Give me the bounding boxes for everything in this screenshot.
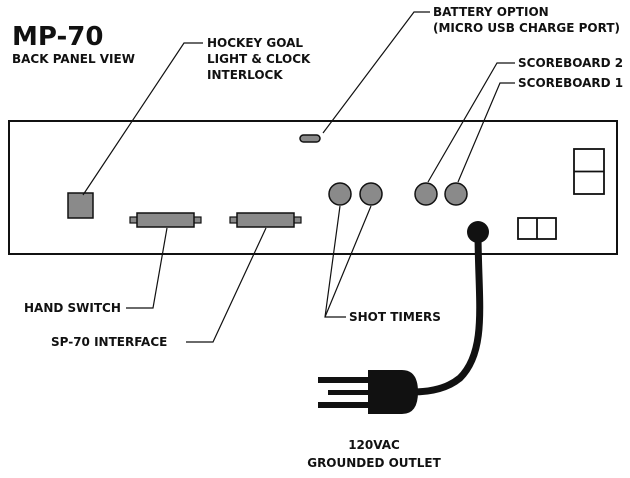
label-hand-switch: HAND SWITCH (24, 301, 121, 315)
leader-hand-switch (126, 227, 168, 309)
leader-lines (82, 11, 515, 343)
sp70-interface-connector (229, 212, 302, 228)
hockey-goal-interlock-port (67, 192, 94, 219)
label-outlet-line1: 120VAC (348, 438, 400, 452)
leader-battery (322, 11, 430, 134)
back-panel-body (8, 120, 618, 255)
scoreboard-2-jack (414, 182, 438, 206)
label-hockey-goal-line2: LIGHT & CLOCK (207, 52, 311, 66)
label-scoreboard-2: SCOREBOARD 2 (518, 56, 623, 70)
label-scoreboard-1: SCOREBOARD 1 (518, 76, 623, 90)
label-battery-line1: BATTERY OPTION (433, 5, 549, 19)
power-cord (408, 228, 484, 396)
leader-shot-timers-2 (324, 205, 372, 318)
label-hockey-goal-line1: HOCKEY GOAL (207, 36, 303, 50)
leader-hockey-goal (82, 42, 203, 196)
scoreboard-1-jack (444, 182, 468, 206)
label-outlet-line2: GROUNDED OUTLET (307, 456, 441, 470)
label-hockey-goal-line3: INTERLOCK (207, 68, 283, 82)
label-battery-line2: (MICRO USB CHARGE PORT) (433, 21, 620, 35)
micro-usb-charge-port (299, 134, 321, 143)
label-shot-timers: SHOT TIMERS (349, 310, 441, 324)
leader-scoreboard-2 (427, 62, 515, 183)
fuse-holder (517, 217, 557, 240)
power-cord-strain-relief (467, 221, 489, 243)
shot-timer-jack-2 (359, 182, 383, 206)
label-sp70-interface: SP-70 INTERFACE (51, 335, 167, 349)
power-switch (573, 148, 605, 195)
diagram-title: MP-70 (12, 22, 103, 52)
hand-switch-connector (129, 212, 202, 228)
shot-timer-jack-1 (328, 182, 352, 206)
leader-scoreboard-1 (457, 82, 515, 183)
power-plug (318, 370, 418, 414)
diagram-subtitle: BACK PANEL VIEW (12, 52, 135, 66)
leader-sp70 (186, 227, 267, 343)
